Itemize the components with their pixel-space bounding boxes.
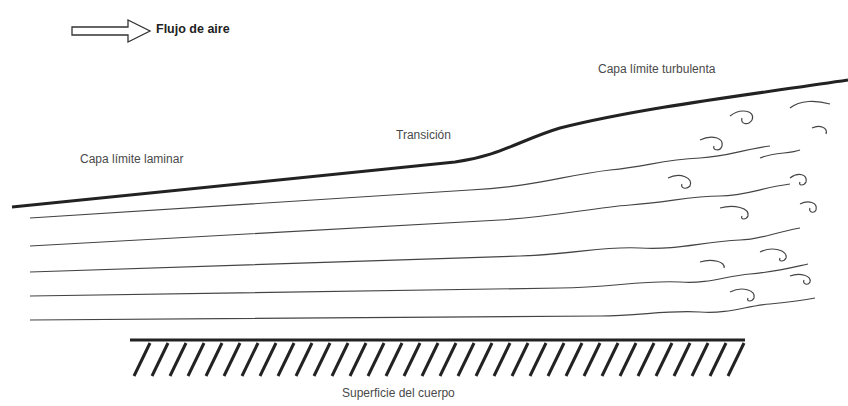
hatch-stroke [728,343,744,376]
hatch-stroke [134,343,150,376]
hatch-stroke [494,343,510,376]
hatch-stroke [692,343,708,376]
hatch-stroke [674,343,690,376]
region-label: Capa límite laminar [78,152,185,166]
hatch-stroke [548,343,564,376]
hatch-stroke [566,343,582,376]
streamlines [30,146,815,320]
hatch-stroke [440,343,456,376]
hatch-stroke [314,343,330,376]
hatch-stroke [638,343,654,376]
hatch-stroke [242,343,258,376]
hatch-stroke [512,343,528,376]
hatch-stroke [530,343,546,376]
hatch-stroke [152,343,168,376]
hatch-stroke [260,343,276,376]
boundary-layer-edge [12,80,848,207]
hatch-stroke [224,343,240,376]
flow-label: Flujo de aire [154,22,232,37]
surface-label: Superficie del cuerpo [340,386,457,400]
hatch-stroke [602,343,618,376]
hatch-stroke [278,343,294,376]
hatch-stroke [206,343,222,376]
hatch-stroke [458,343,474,376]
surface-hatching [134,343,744,376]
hatch-stroke [584,343,600,376]
hatch-stroke [332,343,348,376]
turbulent-eddies [668,101,830,301]
hatch-stroke [350,343,366,376]
hatch-stroke [296,343,312,376]
hatch-stroke [368,343,384,376]
hatch-stroke [188,343,204,376]
region-label: Capa límite turbulenta [596,62,717,76]
hatch-stroke [710,343,726,376]
hatch-stroke [404,343,420,376]
hatch-stroke [656,343,672,376]
body-surface [130,339,745,342]
hatch-stroke [386,343,402,376]
region-label: Transición [394,128,453,142]
hatch-stroke [170,343,186,376]
hatch-stroke [476,343,492,376]
flow-arrow [72,20,150,42]
hatch-stroke [620,343,636,376]
hatch-stroke [422,343,438,376]
